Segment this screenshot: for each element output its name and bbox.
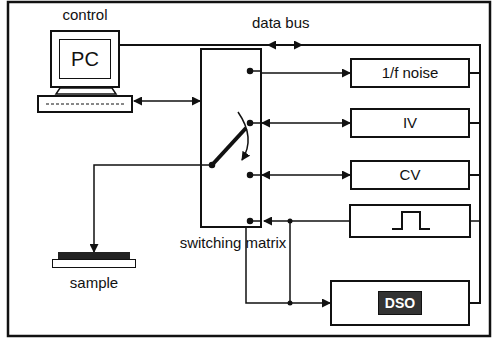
- pulse-bus-line: [470, 220, 480, 222]
- pc-computer: controlPC: [36, 30, 134, 112]
- monitor-screen: PC: [59, 39, 111, 79]
- signal-connector: [262, 122, 350, 124]
- instrument-label: DSO: [378, 291, 422, 315]
- instrument-label: 1/f noise: [382, 64, 439, 82]
- instrument-box: 1/f noise: [350, 58, 470, 88]
- bus-label: data bus: [252, 14, 310, 32]
- screen-label: PC: [71, 48, 99, 70]
- switch-rotation-arrow: [238, 112, 248, 160]
- signal-connector: [134, 100, 200, 102]
- data-bus-line: [120, 45, 480, 175]
- pulse-generator: [350, 205, 470, 237]
- node-heading: control: [36, 6, 134, 24]
- node-label: sample: [44, 274, 144, 292]
- switch-lever: [212, 128, 246, 165]
- pulse-symbol: [392, 212, 430, 229]
- switch-contacts: [200, 69, 262, 224]
- instrument-box: IV: [350, 108, 470, 138]
- sample-plate: [52, 259, 136, 268]
- instrument-label: CV: [400, 166, 421, 184]
- switching-matrix: switching matrix: [200, 48, 262, 228]
- signal-connector: [262, 72, 350, 74]
- pulse-to-dso-line: [289, 221, 291, 303]
- instrument-label: IV: [403, 114, 417, 132]
- keyboard-keys: [46, 104, 124, 105]
- outer-frame: [8, 2, 490, 336]
- signal-connector: [262, 174, 350, 176]
- sample-slab: [58, 252, 130, 259]
- sample-holder: sample: [52, 252, 136, 268]
- data-bus-line: [120, 45, 480, 303]
- keyboard: [38, 96, 132, 112]
- instrument-box: CV: [350, 160, 470, 190]
- node-label: switching matrix: [178, 234, 288, 252]
- monitor: PC: [50, 30, 120, 88]
- pulse-line: [264, 220, 350, 222]
- pc-stand: [56, 88, 116, 94]
- oscilloscope-box: DSO: [330, 280, 470, 326]
